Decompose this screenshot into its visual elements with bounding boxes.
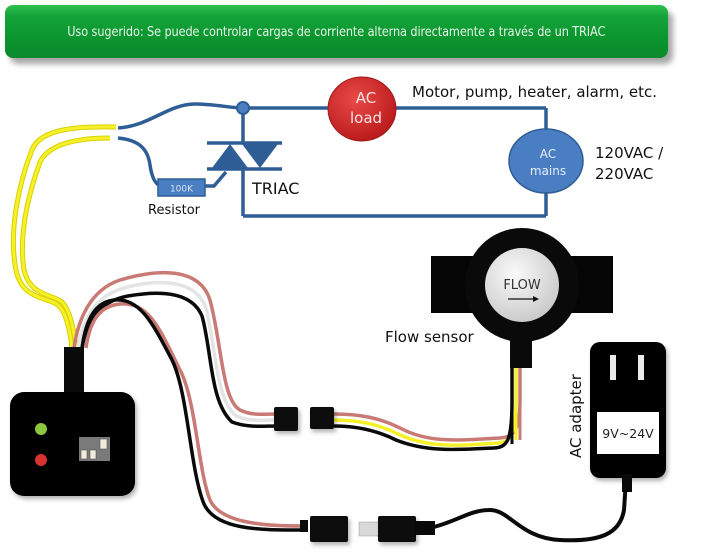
adapter-cable: [433, 479, 628, 543]
controller-body: [10, 392, 135, 496]
dip-switch-1[interactable]: [80, 449, 88, 460]
power-cable-controller-side: [80, 298, 301, 532]
circuit-wires: [117, 102, 548, 218]
power-connector-male-neck: [415, 521, 435, 535]
flow-connector-female[interactable]: [310, 407, 334, 429]
power-connector-female: [300, 520, 308, 532]
resistor: [157, 178, 206, 197]
dip-switch-2[interactable]: [89, 449, 97, 460]
mains-voltage-line1: 120VAC /: [595, 144, 664, 162]
power-connector-female-body[interactable]: [310, 516, 348, 542]
mains-voltage-line2: 220VAC: [595, 165, 653, 183]
flow-sensor-face-text: FLOW: [503, 278, 540, 293]
resistor-value: 100K: [170, 185, 194, 195]
flow-cable-sensor-side: [333, 365, 522, 452]
adapter-voltage-label: 9V~24V: [602, 426, 654, 441]
flow-sensor-label: Flow sensor: [385, 328, 475, 346]
triac-symbol: [207, 141, 282, 171]
gate-wire-bottom: [117, 136, 161, 188]
ac-load: [327, 76, 397, 142]
power-connector-male-body[interactable]: [378, 516, 416, 542]
led-red-icon: [35, 454, 47, 466]
adapter-voltage-label-bg: [597, 412, 659, 454]
adapter-label: AC adapter: [567, 373, 585, 458]
flow-sensor-cable-boot: [510, 330, 532, 368]
usage-banner: Uso sugerido: Se puede controlar cargas …: [5, 5, 668, 58]
flow-arrow-icon: [533, 296, 539, 302]
gate-lead: [205, 170, 228, 188]
led-green-icon: [35, 423, 47, 435]
controller-cable-boot: [64, 347, 84, 393]
adapter-cable-boot: [622, 474, 632, 492]
ac-mains: [508, 128, 584, 194]
adapter-prong-right: [638, 355, 644, 380]
dip-switch-3[interactable]: [99, 438, 108, 450]
ac-mains-line1: AC: [540, 147, 556, 161]
adapter-body: [590, 342, 666, 478]
resistor-label: Resistor: [148, 203, 201, 218]
adapter-prong-left: [610, 355, 616, 380]
gate-wire-top: [117, 102, 244, 130]
triac-label: TRIAC: [251, 179, 299, 198]
flow-sensor: FLOW: [431, 228, 613, 368]
ac-load-line1: AC: [356, 89, 376, 107]
ac-adapter: 9V~24V: [590, 342, 666, 492]
controller-module: [10, 347, 135, 496]
triac-triangle-down: [242, 144, 278, 168]
junction-dot: [236, 101, 250, 115]
usage-banner-text: Uso sugerido: Se puede controlar cargas …: [67, 23, 606, 40]
triac-triangle-up: [212, 144, 248, 168]
flow-sensor-face: [485, 248, 559, 322]
ac-mains-line2: mains: [530, 164, 566, 178]
output-cable-yellow: [10, 124, 117, 349]
flow-cable-controller-side: [72, 270, 277, 429]
power-plug-tip: [358, 521, 380, 537]
load-examples-label: Motor, pump, heater, alarm, etc.: [412, 83, 657, 101]
flow-connector-male[interactable]: [274, 407, 298, 431]
ac-load-line2: load: [350, 109, 382, 127]
